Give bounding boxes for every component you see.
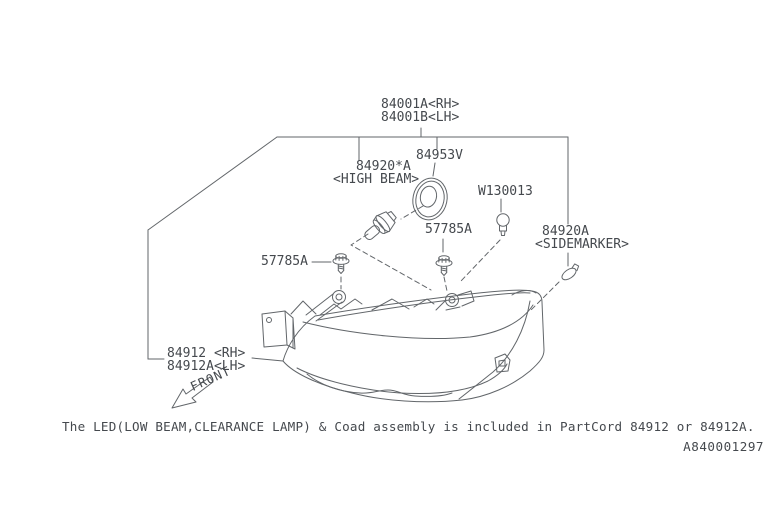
label-57785a-screw-left: 57785A [261, 254, 308, 269]
label-84920a-sidemarker: 84920A [542, 224, 589, 239]
grommet-ring-drawing [412, 177, 448, 221]
front-arrow-icon [171, 376, 214, 409]
sidemarker-bulb-drawing [561, 263, 580, 281]
label-high-beam-caption: <HIGH BEAM> [333, 172, 420, 187]
label-headlamp-assy-lh: 84001B<LH> [381, 110, 460, 125]
screw-left-drawing [332, 253, 350, 274]
dashed-guide-lines [340, 205, 560, 313]
label-84912a-lh: 84912A<LH> [167, 359, 246, 374]
callout-lines [147, 127, 569, 362]
retainer-clip-drawing [496, 213, 510, 236]
label-headlamp-assy-rh: 84001A<RH> [381, 97, 460, 112]
screw-right-drawing [435, 255, 453, 276]
label-84920-high-beam: 84920*A [356, 159, 411, 174]
label-sidemarker-caption: <SIDEMARKER> [535, 237, 629, 252]
label-w130013-clip: W130013 [478, 184, 533, 199]
label-84912-rh: 84912 <RH> [167, 346, 246, 361]
label-84953v-ring: 84953V [416, 148, 463, 163]
headlamp-assembly-drawing [261, 289, 545, 403]
label-57785a-screw-right: 57785A [425, 222, 472, 237]
diagram-number: A840001297 [683, 439, 764, 454]
high-beam-bulb-drawing [364, 211, 397, 241]
footnote-text: The LED(LOW BEAM,CLEARANCE LAMP) & Coad … [62, 419, 755, 434]
